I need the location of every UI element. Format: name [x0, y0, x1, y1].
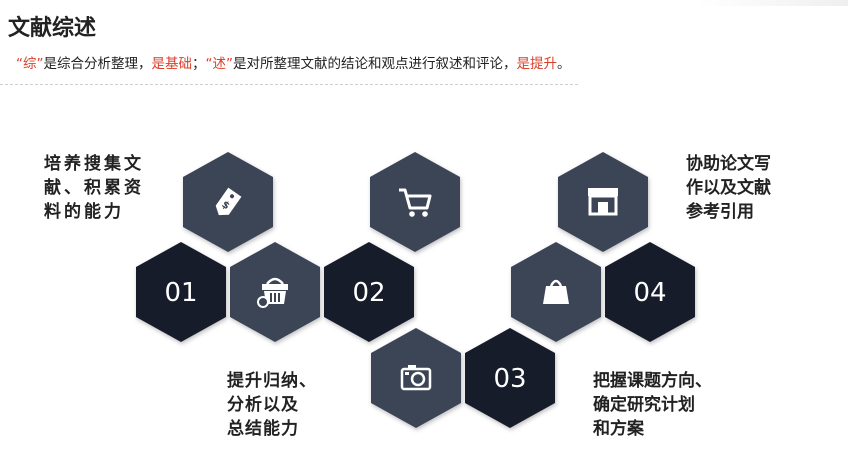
shopping-basket-icon [257, 277, 288, 308]
quote-zong: “综” [16, 56, 44, 72]
number-03: 03 [493, 364, 526, 394]
number-04: 04 [633, 278, 666, 308]
label-02: 提升归纳、 分析以及 总结能力 [227, 371, 317, 439]
label-01: 培养搜集文 献、积累资 料的能力 [44, 154, 144, 222]
hex-cart [370, 152, 460, 252]
storefront-icon [588, 188, 618, 216]
quote-shu: “述” [205, 56, 234, 72]
label-03: 把握课题方向、 确定研究计划 和方案 [593, 371, 712, 439]
hex-01 [136, 242, 226, 342]
hex-camera [371, 328, 461, 428]
camera-icon [400, 365, 432, 391]
subtitle-text-2: 是对所整理文献的结论和观点进行叙述和评论， [233, 56, 517, 72]
page-subtitle: “综”是综合分析整理，是基础；“述”是对所整理文献的结论和观点进行叙述和评论，是… [16, 52, 571, 72]
subtitle-emphasis-1: 是基础 [151, 56, 193, 72]
price-tag-icon: $ [215, 187, 242, 216]
top-decor-bar [698, 0, 848, 6]
subtitle-text-1: 是综合分析整理， [43, 56, 152, 72]
hex-04 [605, 242, 695, 342]
hex-03 [465, 328, 555, 428]
shopping-bag-icon [543, 279, 569, 304]
number-02: 02 [352, 278, 385, 308]
subtitle-end: 。 [557, 56, 571, 72]
shopping-cart-icon [399, 188, 432, 217]
hex-02 [324, 242, 414, 342]
label-04: 协助论文写 作以及文献 参考引用 [686, 154, 771, 222]
header-divider [0, 84, 578, 85]
subtitle-sep: ； [192, 56, 206, 72]
number-01: 01 [164, 278, 197, 308]
subtitle-emphasis-2: 是提升 [516, 56, 558, 72]
page-title: 文献综述 [8, 16, 97, 41]
